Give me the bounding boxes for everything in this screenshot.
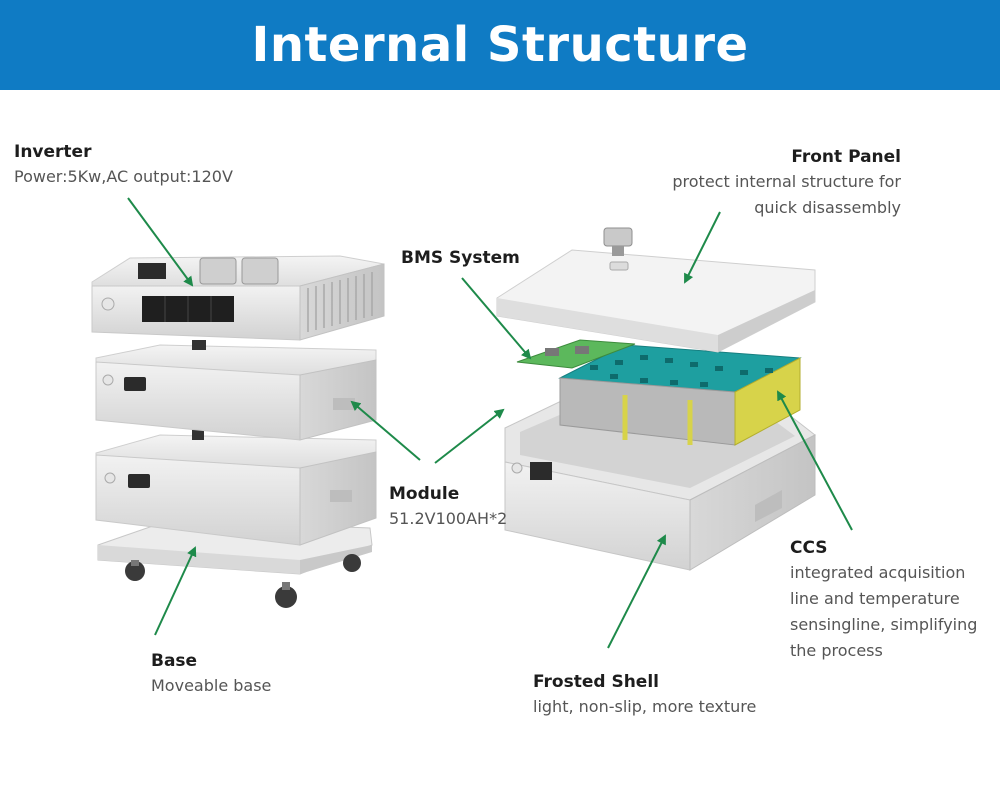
module-title: Module <box>389 484 460 504</box>
base-desc: Moveable base <box>151 676 272 695</box>
front-panel-desc-line1: protect internal structure for <box>672 172 901 191</box>
module-desc: 51.2V100AH*2 <box>389 509 508 528</box>
ccs-label: CCS integrated acquisition line and temp… <box>790 536 977 664</box>
cell-pack <box>558 344 802 446</box>
arrow-module-right <box>434 408 505 464</box>
page-title: Internal Structure <box>251 17 749 73</box>
right-assembly <box>496 227 816 571</box>
front-panel-label: Front Panel protect internal structure f… <box>600 145 901 221</box>
base-title: Base <box>151 651 198 671</box>
bms-title: BMS System <box>401 248 520 268</box>
arrow-front-panel <box>684 211 721 284</box>
callout-arrows <box>127 197 853 649</box>
frosted-shell-desc: light, non-slip, more texture <box>533 697 757 716</box>
arrow-base <box>154 546 197 636</box>
header-banner: Internal Structure <box>0 0 1000 90</box>
arrow-module-left <box>350 400 421 461</box>
ccs-desc-line4: the process <box>790 641 883 660</box>
front-panel-title: Front Panel <box>791 147 901 167</box>
inverter-unit <box>91 255 385 341</box>
inverter-desc: Power:5Kw,AC output:120V <box>14 167 233 186</box>
arrow-ccs <box>777 390 853 531</box>
ccs-desc-line3: sensingline, simplifying <box>790 615 978 634</box>
frosted-shell-title: Frosted Shell <box>533 672 659 692</box>
arrow-inverter <box>127 197 194 287</box>
arrow-frosted-shell <box>607 534 666 649</box>
ccs-title: CCS <box>790 538 828 558</box>
inverter-title: Inverter <box>14 142 92 162</box>
base-label: Base Moveable base <box>151 649 271 699</box>
ccs-desc-line1: integrated acquisition <box>790 563 966 582</box>
bms-label: BMS System <box>401 246 520 270</box>
module-label: Module 51.2V100AH*2 <box>389 482 507 532</box>
module-lower <box>95 430 377 546</box>
frosted-shell-label: Frosted Shell light, non-slip, more text… <box>533 670 756 720</box>
inverter-label: Inverter Power:5Kw,AC output:120V <box>14 140 233 190</box>
front-panel-desc-line2: quick disassembly <box>754 198 901 217</box>
left-stack <box>91 255 385 608</box>
front-panel <box>496 227 816 353</box>
module-upper <box>95 340 377 441</box>
ccs-desc-line2: line and temperature <box>790 589 960 608</box>
arrow-bms <box>461 277 532 360</box>
bms-board <box>516 339 636 369</box>
